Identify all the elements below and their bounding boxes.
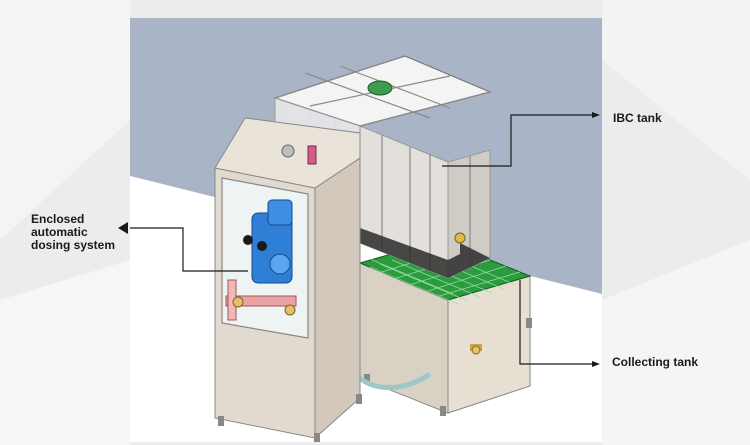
equipment-render	[130, 18, 602, 442]
dosing-cabinet	[214, 117, 362, 442]
dosing-system-label: Enclosed automatic dosing system	[31, 213, 141, 252]
arrowhead-collecting	[592, 361, 600, 367]
arrowhead-ibc	[592, 112, 600, 118]
collecting-tank-label: Collecting tank	[612, 355, 699, 369]
arrowhead-dosing	[118, 222, 128, 234]
dosing-label-line-1: Enclosed	[31, 212, 85, 226]
dosing-label-line-3: dosing system	[31, 238, 116, 252]
callout-lines	[130, 114, 592, 365]
ibc-tank-label: IBC tank	[613, 111, 662, 125]
dosing-label-line-2: automatic	[31, 225, 88, 239]
